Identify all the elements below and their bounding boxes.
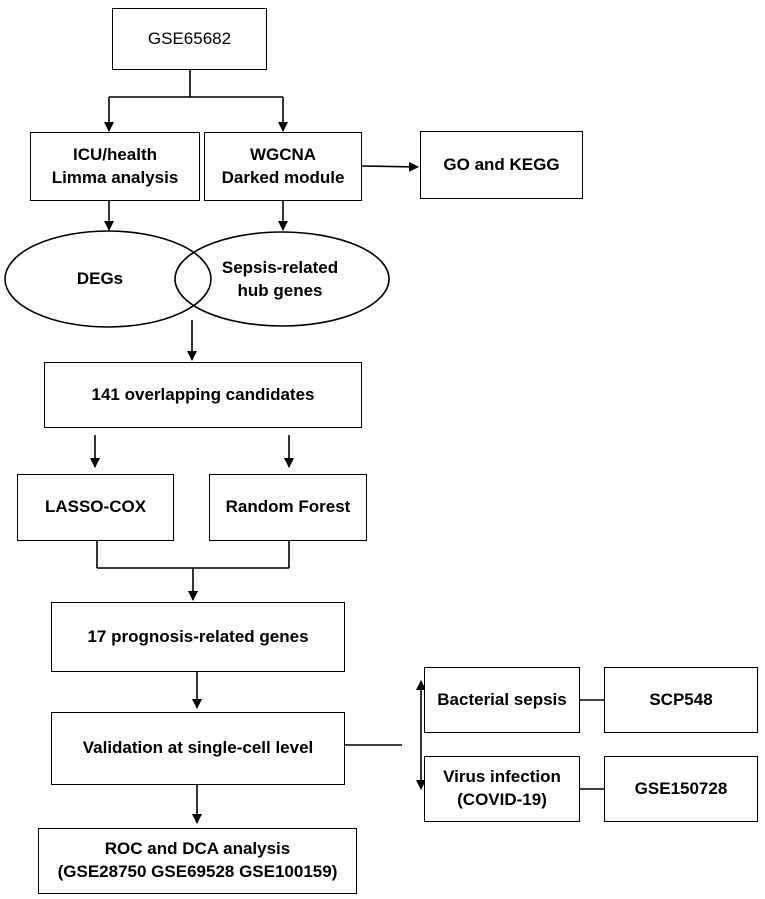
box-go-kegg: GO and KEGG	[420, 131, 583, 199]
oval-degs: DEGs	[40, 254, 160, 304]
label-roc-line1: ROC and DCA analysis	[104, 839, 291, 859]
box-scp548: SCP548	[604, 667, 758, 733]
box-gse65682: GSE65682	[112, 8, 267, 70]
box-icu-health: ICU/health Limma analysis	[30, 132, 200, 201]
label-wgcna-line2: Darked module	[221, 167, 345, 187]
oval-sepsis-shape	[174, 231, 390, 327]
arrow-to-go-kegg	[361, 161, 419, 172]
box-lasso: LASSO-COX	[17, 474, 174, 541]
label-go-kegg: GO and KEGG	[443, 154, 560, 174]
label-gse150728: GSE150728	[634, 778, 728, 798]
box-virus-infection: Virus infection (COVID-19)	[424, 756, 580, 822]
label-lasso: LASSO-COX	[44, 497, 147, 517]
label-wgcna-line1: WGCNA	[249, 144, 317, 164]
label-virus-line1: Virus infection	[443, 767, 561, 787]
box-prognosis: 17 prognosis-related genes	[51, 602, 345, 672]
label-random-forest: Random Forest	[225, 497, 351, 517]
label-icu-line2: Limma analysis	[51, 167, 179, 187]
label-bacterial-sepsis: Bacterial sepsis	[437, 689, 567, 709]
label-virus-line2: (COVID-19)	[457, 790, 547, 809]
box-gse150728: GSE150728	[604, 756, 758, 822]
label-icu-line1: ICU/health	[72, 144, 158, 164]
box-wgcna: WGCNA Darked module	[204, 132, 362, 201]
label-overlap: 141 overlapping candidates	[91, 384, 315, 404]
label-sepsis-line2: hub genes	[237, 281, 323, 300]
label-prognosis: 17 prognosis-related genes	[87, 626, 309, 646]
label-scp548: SCP548	[649, 689, 713, 709]
label-roc-line2: (GSE28750 GSE69528 GSE100159)	[57, 862, 338, 881]
box-roc-dca: ROC and DCA analysis (GSE28750 GSE69528 …	[38, 828, 357, 894]
box-bacterial-sepsis: Bacterial sepsis	[424, 667, 580, 733]
oval-sepsis: Sepsis-related hub genes	[190, 250, 370, 310]
box-validation: Validation at single-cell level	[51, 712, 345, 785]
label-degs: DEGs	[76, 268, 124, 288]
box-random-forest: Random Forest	[209, 474, 367, 541]
label-sepsis-line1: Sepsis-related	[221, 258, 339, 278]
oval-degs-shape	[4, 230, 212, 328]
box-overlap: 141 overlapping candidates	[44, 362, 362, 428]
label-gse65682: GSE65682	[147, 28, 232, 48]
label-validation: Validation at single-cell level	[82, 738, 314, 758]
